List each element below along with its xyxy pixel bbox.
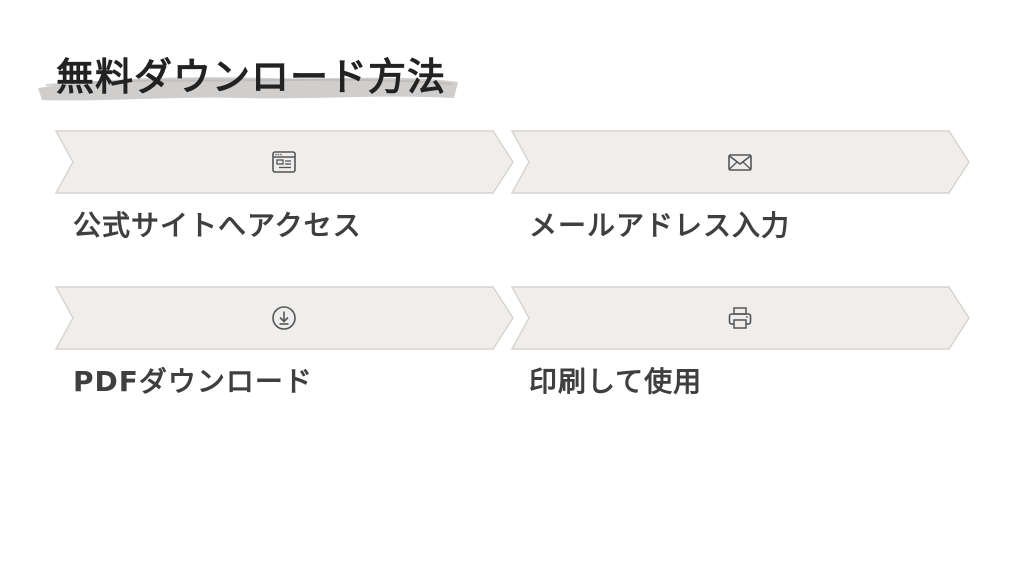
envelope-icon — [728, 154, 752, 171]
step-label: 印刷して使用 — [529, 365, 703, 398]
chevron-banner — [511, 286, 970, 350]
step-label: メールアドレス入力 — [529, 209, 791, 242]
printer-icon — [728, 307, 752, 329]
step-label: PDFダウンロード — [73, 365, 313, 398]
download-icon — [272, 306, 296, 330]
title-area: 無料ダウンロード方法 — [34, 38, 464, 108]
brush-stroke-decoration — [38, 77, 458, 101]
page-title: 無料ダウンロード方法 — [56, 55, 447, 99]
step-label: 公式サイトへアクセス — [73, 209, 362, 242]
chevron-banner — [55, 130, 514, 194]
chevron-banner — [511, 130, 970, 194]
browser-window-icon — [272, 151, 296, 173]
